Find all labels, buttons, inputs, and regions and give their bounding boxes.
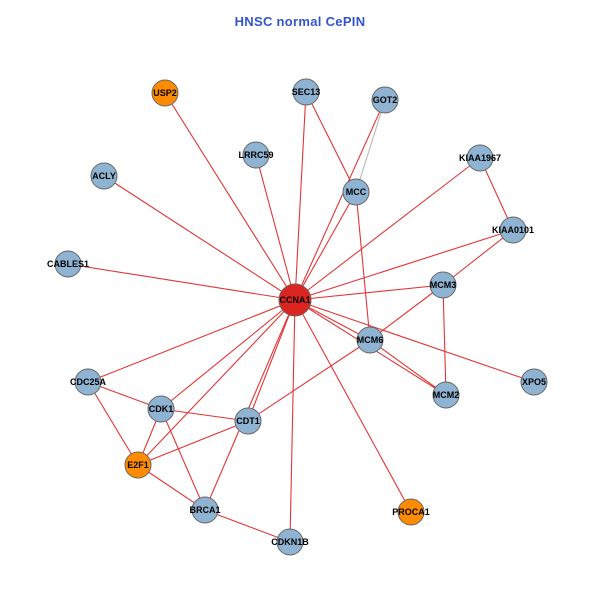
node-label-MCC: MCC	[346, 187, 367, 197]
node-CDC25A	[74, 368, 102, 396]
edge-E2F1-CDT1	[137, 420, 249, 466]
node-MCM6	[356, 326, 384, 354]
edge-CCNA1-MCC	[294, 191, 357, 301]
node-label-MCM3: MCM3	[430, 280, 457, 290]
node-KIAA0101	[499, 216, 527, 244]
node-label-KIAA0101: KIAA0101	[492, 225, 534, 235]
edge-KIAA0101-MCM3	[442, 229, 514, 286]
edge-CCNA1-CDKN1B	[289, 299, 296, 543]
node-label-ACLY: ACLY	[92, 171, 116, 181]
edge-CCNA1-USP2	[164, 92, 296, 301]
edge-CCNA1-SEC13	[294, 91, 307, 301]
node-label-KIAA1967: KIAA1967	[459, 153, 501, 163]
node-label-XPO5: XPO5	[522, 377, 546, 387]
node-label-MCM2: MCM2	[433, 390, 460, 400]
node-USP2	[151, 79, 179, 107]
edge-GOT2-MCC	[355, 99, 386, 193]
node-CABLES1	[54, 250, 82, 278]
edge-CCNA1-E2F1	[137, 299, 296, 466]
edge-CCNA1-XPO5	[294, 299, 535, 383]
edge-CCNA1-KIAA1967	[294, 157, 481, 301]
node-label-PROCA1: PROCA1	[392, 507, 430, 517]
node-label-CCNA1: CCNA1	[279, 295, 310, 305]
edge-BRCA1-CDKN1B	[204, 509, 291, 543]
edge-MCC-MCM6	[355, 191, 371, 341]
node-label-USP2: USP2	[153, 88, 177, 98]
edge-MCM3-MCM6	[369, 284, 444, 341]
node-MCM2	[432, 381, 460, 409]
node-MCC	[342, 178, 370, 206]
node-SEC13	[292, 78, 320, 106]
plot-title: HNSC normal CePIN	[234, 14, 366, 29]
node-label-CDKN1B: CDKN1B	[271, 537, 309, 547]
edge-MCM3-MCM2	[442, 284, 447, 396]
edge-CCNA1-KIAA0101	[294, 229, 514, 301]
edge-CCNA1-PROCA1	[294, 299, 412, 513]
edge-CCNA1-BRCA1	[204, 299, 296, 511]
edge-CDC25A-E2F1	[87, 381, 139, 466]
edge-CCNA1-ACLY	[103, 175, 296, 301]
node-GOT2	[371, 86, 399, 114]
node-CDKN1B	[276, 528, 304, 556]
edge-CCNA1-LRRC59	[255, 154, 296, 301]
node-CDK1	[147, 395, 175, 423]
node-label-CDC25A: CDC25A	[70, 377, 107, 387]
node-label-CABLES1: CABLES1	[47, 259, 89, 269]
edge-MCM6-MCM2	[369, 339, 447, 396]
node-MCM3	[429, 271, 457, 299]
node-label-LRRC59: LRRC59	[238, 150, 273, 160]
edge-CCNA1-MCM3	[294, 284, 444, 301]
node-label-GOT2: GOT2	[373, 95, 398, 105]
node-XPO5	[520, 368, 548, 396]
edge-CCNA1-CABLES1	[67, 263, 296, 301]
node-LRRC59	[242, 141, 270, 169]
node-CCNA1	[278, 283, 312, 317]
node-label-MCM6: MCM6	[357, 335, 384, 345]
node-BRCA1	[191, 496, 219, 524]
edge-CDK1-BRCA1	[160, 408, 206, 511]
node-KIAA1967	[466, 144, 494, 172]
node-label-E2F1: E2F1	[127, 460, 149, 470]
node-label-SEC13: SEC13	[292, 87, 321, 97]
edge-CCNA1-CDC25A	[87, 299, 296, 383]
edge-MCM6-CDT1	[247, 339, 371, 422]
node-label-CDT1: CDT1	[236, 416, 260, 426]
edge-CDK1-CDT1	[160, 408, 249, 422]
node-label-CDK1: CDK1	[149, 404, 174, 414]
edge-CCNA1-CDK1	[160, 299, 296, 410]
node-PROCA1	[397, 498, 425, 526]
edge-CCNA1-CDT1	[247, 299, 296, 422]
node-CDT1	[234, 407, 262, 435]
node-label-BRCA1: BRCA1	[189, 505, 220, 515]
node-E2F1	[124, 451, 152, 479]
edge-SEC13-MCC	[305, 91, 357, 193]
node-ACLY	[90, 162, 118, 190]
edge-CCNA1-GOT2	[294, 99, 386, 301]
